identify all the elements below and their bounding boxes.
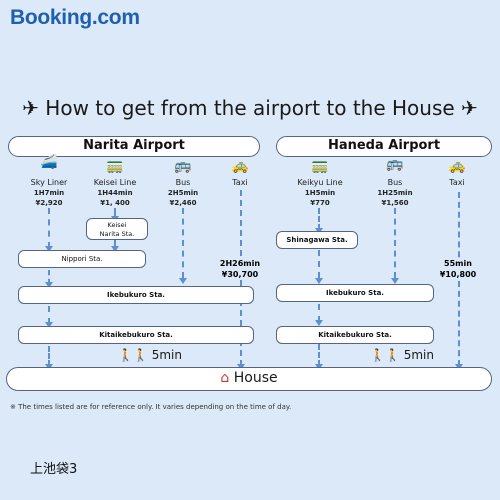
house-label: House <box>233 370 278 386</box>
house-destination: ⌂ House <box>6 367 492 391</box>
house-icon: ⌂ <box>220 370 230 386</box>
narita-mode-keisei: Keisei Line 1H44min ¥1, 400 <box>85 178 145 208</box>
route-line <box>48 270 50 284</box>
mode-name: Keisei Line <box>93 178 137 187</box>
tram-icon: 🚃 <box>311 158 329 174</box>
train-icon: 🚄 <box>40 154 58 170</box>
arrow-down-icon <box>45 322 53 328</box>
taxi-time: 55min <box>444 259 472 268</box>
walking-people-icon: 🚶🚶 <box>370 348 400 362</box>
page-title: ✈ How to get from the airport to the Hou… <box>0 96 500 120</box>
route-line <box>182 208 184 278</box>
mode-name: Keikyu Line <box>297 178 343 187</box>
arrow-down-icon <box>45 282 53 288</box>
haneda-taxi-info: 55min ¥10,800 <box>433 258 483 280</box>
airplane-icon: ✈ <box>461 96 478 120</box>
narita-mode-bus: Bus 2H5min ¥2,460 <box>153 178 213 208</box>
mode-fare: ¥770 <box>310 199 330 207</box>
mode-fare: ¥2,920 <box>35 199 63 207</box>
mode-time: 1H44min <box>97 189 133 197</box>
route-line <box>318 208 320 230</box>
route-line <box>114 240 116 248</box>
arrow-down-icon <box>45 246 53 252</box>
mode-fare: ¥1,560 <box>381 199 409 207</box>
route-line <box>48 208 50 248</box>
station-ikebukuro: Ikebukuro Sta. <box>18 286 254 304</box>
station-ikebukuro: Ikebukuro Sta. <box>276 284 434 302</box>
arrow-down-icon <box>315 278 323 284</box>
mode-fare: ¥2,460 <box>169 199 197 207</box>
mode-time: 2H5min <box>167 189 199 197</box>
walking-people-icon: 🚶🚶 <box>118 348 148 362</box>
arrow-down-icon <box>111 246 119 252</box>
airplane-icon: ✈ <box>22 96 39 120</box>
tram-icon: 🚃 <box>106 158 124 174</box>
mode-name: Bus <box>387 178 403 187</box>
bus-icon: 🚌 <box>174 158 192 174</box>
walk-time: 5min <box>151 348 182 362</box>
arrow-down-icon <box>315 320 323 326</box>
mode-time: 1H5min <box>304 189 336 197</box>
route-line <box>48 346 50 366</box>
taxi-time: 2H26min <box>219 259 261 268</box>
title-text: How to get from the airport to the House <box>45 96 455 120</box>
narita-mode-skyliner: Sky Liner 1H7min ¥2,920 <box>19 178 79 208</box>
arrow-down-icon <box>179 278 187 284</box>
narita-taxi-info: 2H26min ¥30,700 <box>215 258 265 280</box>
narita-walk: 🚶🚶 5min <box>118 348 182 362</box>
taxi-fare: ¥30,700 <box>221 270 259 279</box>
narita-mode-taxi: Taxi <box>210 178 270 188</box>
route-line <box>318 304 320 322</box>
haneda-mode-keikyu: Keikyu Line 1H5min ¥770 <box>290 178 350 208</box>
station-nippori: Nippori Sta. <box>18 250 146 268</box>
mode-name: Taxi <box>232 178 248 187</box>
arrow-down-icon <box>391 278 399 284</box>
mode-name: Taxi <box>449 178 465 187</box>
mode-fare: ¥1, 400 <box>100 199 130 207</box>
route-line <box>318 250 320 278</box>
taxi-icon: 🚕 <box>231 158 249 174</box>
taxi-icon: 🚕 <box>448 158 466 174</box>
route-line <box>394 208 396 278</box>
walk-time: 5min <box>403 348 434 362</box>
station-keisei-narita: Keisei Narita Sta. <box>86 218 148 240</box>
mode-time: 1H25min <box>377 189 413 197</box>
address-label: 上池袋3 <box>30 462 78 477</box>
station-shinagawa: Shinagawa Sta. <box>276 231 358 249</box>
booking-logo: Booking.com <box>10 6 140 29</box>
haneda-airport-header: Haneda Airport <box>276 136 492 157</box>
narita-airport-header: Narita Airport <box>8 136 260 157</box>
mode-time: 1H7min <box>33 189 65 197</box>
taxi-fare: ¥10,800 <box>439 270 477 279</box>
disclaimer-note: ※ The times listed are for reference onl… <box>10 403 292 411</box>
bus-icon: 🚌 <box>386 156 404 172</box>
mode-name: Sky Liner <box>30 178 68 187</box>
station-kitaikebukuro: Kitaikebukuro Sta. <box>18 326 254 344</box>
station-kitaikebukuro: Kitaikebukuro Sta. <box>276 326 434 344</box>
haneda-mode-taxi: Taxi <box>427 178 487 188</box>
haneda-mode-bus: Bus 1H25min ¥1,560 <box>365 178 425 208</box>
haneda-walk: 🚶🚶 5min <box>370 348 434 362</box>
route-line <box>48 306 50 324</box>
mode-name: Bus <box>175 178 191 187</box>
route-line <box>318 344 320 366</box>
route-line <box>114 208 116 218</box>
